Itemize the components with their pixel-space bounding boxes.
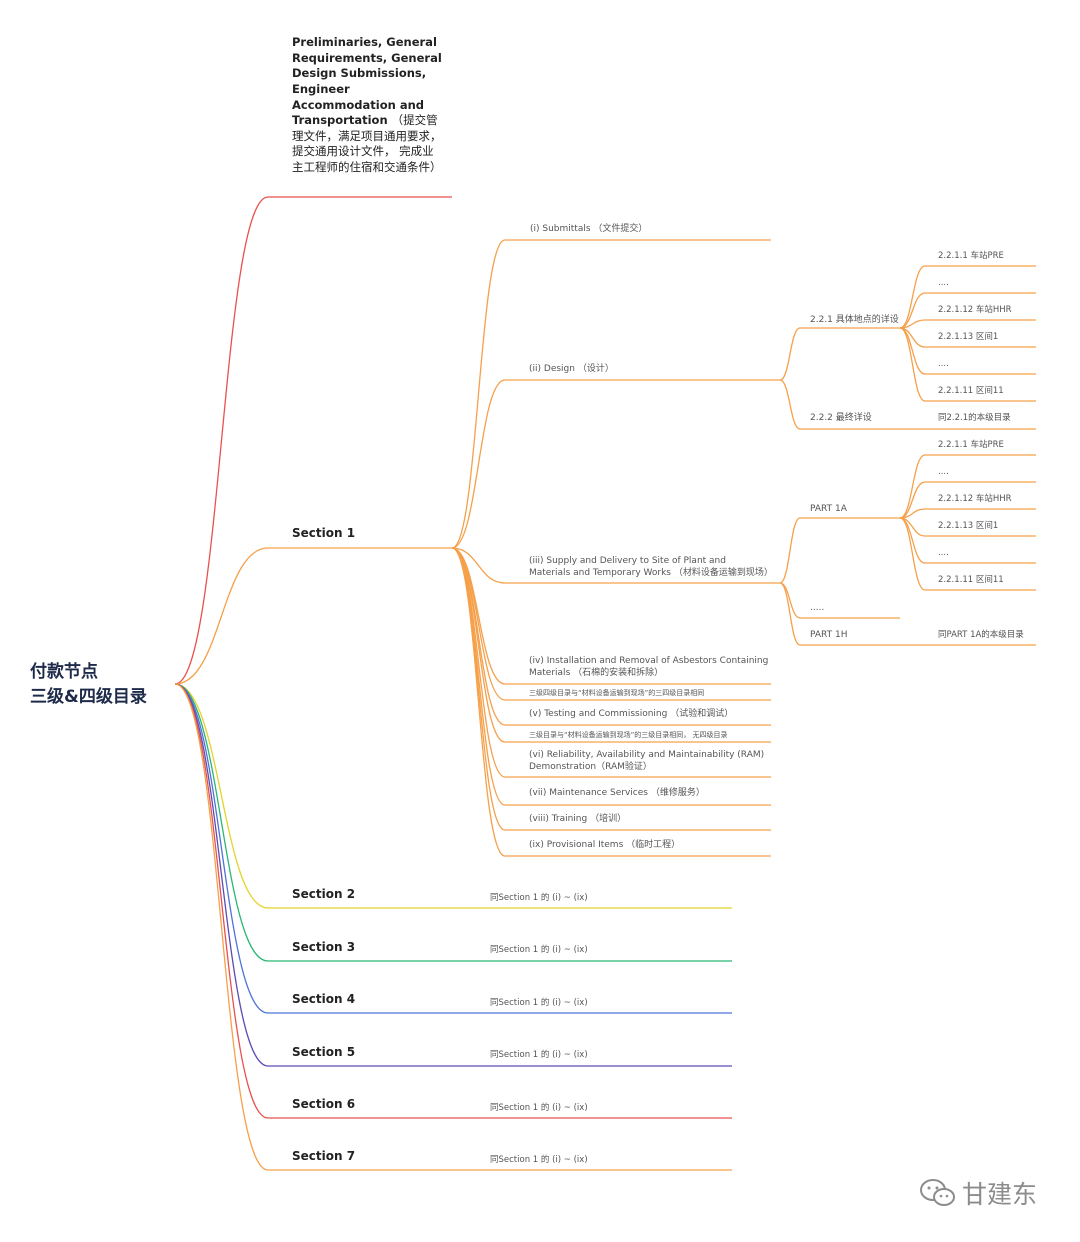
node-section-2[interactable]: Section 2: [292, 887, 356, 901]
link-s1-child-2: [451, 547, 780, 584]
node-supply-part-1h[interactable]: PART 1H: [810, 630, 848, 640]
node-section-2-note[interactable]: 同Section 1 的 (i) ~ (ix): [490, 893, 588, 903]
node-supply-child-5[interactable]: ....: [938, 548, 949, 558]
node-design-child-2[interactable]: ....: [938, 278, 949, 288]
watermark-text: 甘建东: [962, 1180, 1038, 1209]
link-2-2-1-child-2: [899, 319, 1036, 329]
node-section-3[interactable]: Section 3: [292, 940, 356, 954]
node-supply-part-1a[interactable]: PART 1A: [810, 504, 847, 514]
wechat-icon: [920, 1179, 955, 1206]
node-section-4-note[interactable]: 同Section 1 的 (i) ~ (ix): [490, 998, 588, 1008]
node-section-7-note[interactable]: 同Section 1 的 (i) ~ (ix): [490, 1155, 588, 1165]
node-s1-submittals[interactable]: (i) Submittals （文件提交）: [530, 224, 648, 234]
link-s1-child-0: [451, 239, 771, 549]
root-title-line2: 三级&四级目录: [30, 686, 147, 707]
link-2-2-1-child-1: [899, 292, 1036, 329]
node-supply-child-4[interactable]: 2.2.1.13 区间1: [938, 521, 999, 531]
link-root-section-3: [174, 683, 732, 962]
node-s1-provisional[interactable]: (ix) Provisional Items （临时工程）: [529, 840, 681, 850]
link-part-1a-child-5: [899, 517, 1036, 591]
link-root-section-5: [174, 683, 732, 1067]
link-supply-part-1a: [779, 517, 900, 584]
link-part-1a-child-2: [899, 508, 1036, 519]
node-section-5-note[interactable]: 同Section 1 的 (i) ~ (ix): [490, 1050, 588, 1060]
node-s1-ram[interactable]: (vi) Reliability, Availability and Maint…: [529, 750, 765, 772]
link-design-2-2-2: [779, 379, 1036, 430]
link-root-section-7: [174, 683, 732, 1171]
node-section-1[interactable]: Section 1: [292, 526, 356, 540]
node-design-2-2-1[interactable]: 2.2.1 具体地点的详设: [810, 315, 899, 325]
node-section-6[interactable]: Section 6: [292, 1097, 356, 1111]
node-s1-testing[interactable]: (v) Testing and Commissioning （试验和调试）: [529, 709, 734, 719]
link-root-section-2: [174, 683, 732, 909]
node-supply-dots[interactable]: .....: [810, 603, 825, 613]
preliminaries-title-en: Preliminaries, General Requirements, Gen…: [292, 35, 442, 128]
link-supply-part-1h: [779, 582, 1036, 646]
link-supply-dots: [779, 582, 900, 619]
link-design-2-2-1: [779, 327, 900, 381]
preliminaries-title-zh: （提交管理文件，满足项目通用要求，提交通用设计文件， 完成业主工程师的住宿和交通…: [292, 113, 442, 174]
node-s1-testing-note[interactable]: 三级目录与“材料设备运输到现场”的三级目录相同， 无四级目录: [529, 731, 728, 739]
link-s1-child-1: [451, 379, 780, 549]
node-design-child-6[interactable]: 2.2.1.11 区间11: [938, 386, 1004, 396]
node-design-child-4[interactable]: 2.2.1.13 区间1: [938, 332, 999, 342]
link-root-section-4: [174, 683, 732, 1014]
node-preliminaries[interactable]: Preliminaries, General Requirements, Gen…: [292, 35, 442, 176]
node-supply-child-1[interactable]: 2.2.1.1 车站PRE: [938, 440, 1004, 450]
watermark: 甘建东: [918, 1175, 1037, 1211]
link-root-section-1: [174, 547, 452, 685]
node-supply-part-1h-note[interactable]: 同PART 1A的本级目录: [938, 630, 1024, 640]
node-section-3-note[interactable]: 同Section 1 的 (i) ~ (ix): [490, 945, 588, 955]
node-section-4[interactable]: Section 4: [292, 992, 356, 1006]
node-section-5[interactable]: Section 5: [292, 1045, 356, 1059]
link-part-1a-child-1: [899, 481, 1036, 519]
link-s1-child-10: [451, 547, 771, 857]
link-2-2-1-child-0: [899, 265, 1036, 329]
root-title-line1: 付款节点: [30, 662, 98, 682]
node-supply-child-2[interactable]: ....: [938, 467, 949, 477]
node-design-child-3[interactable]: 2.2.1.12 车站HHR: [938, 305, 1012, 315]
link-2-2-1-child-5: [899, 327, 1036, 402]
node-design-child-1[interactable]: 2.2.1.1 车站PRE: [938, 251, 1004, 261]
node-section-7[interactable]: Section 7: [292, 1149, 356, 1163]
node-s1-supply[interactable]: (iii) Supply and Delivery to Site of Pla…: [529, 556, 773, 578]
node-s1-asbestos-note[interactable]: 三级四级目录与“材料设备运输到现场”的三四级目录相同: [529, 689, 705, 697]
root-node[interactable]: 付款节点 三级&四级目录: [30, 660, 147, 709]
link-root-preliminaries: [174, 196, 452, 685]
node-s1-asbestos[interactable]: (iv) Installation and Removal of Asbesto…: [529, 656, 769, 678]
node-design-child-5[interactable]: ....: [938, 359, 949, 369]
node-s1-training[interactable]: (viii) Training （培训）: [529, 814, 627, 824]
node-supply-child-6[interactable]: 2.2.1.11 区间11: [938, 575, 1004, 585]
node-design-2-2-2-note[interactable]: 同2.2.1的本级目录: [938, 413, 1011, 423]
node-supply-child-3[interactable]: 2.2.1.12 车站HHR: [938, 494, 1012, 504]
node-s1-design[interactable]: (ii) Design （设计）: [529, 364, 614, 374]
link-part-1a-child-0: [899, 454, 1036, 519]
link-root-section-6: [174, 683, 732, 1119]
node-section-6-note[interactable]: 同Section 1 的 (i) ~ (ix): [490, 1103, 588, 1113]
node-design-2-2-2[interactable]: 2.2.2 最终详设: [810, 413, 872, 423]
node-s1-maintenance[interactable]: (vii) Maintenance Services （维修服务）: [529, 788, 705, 798]
